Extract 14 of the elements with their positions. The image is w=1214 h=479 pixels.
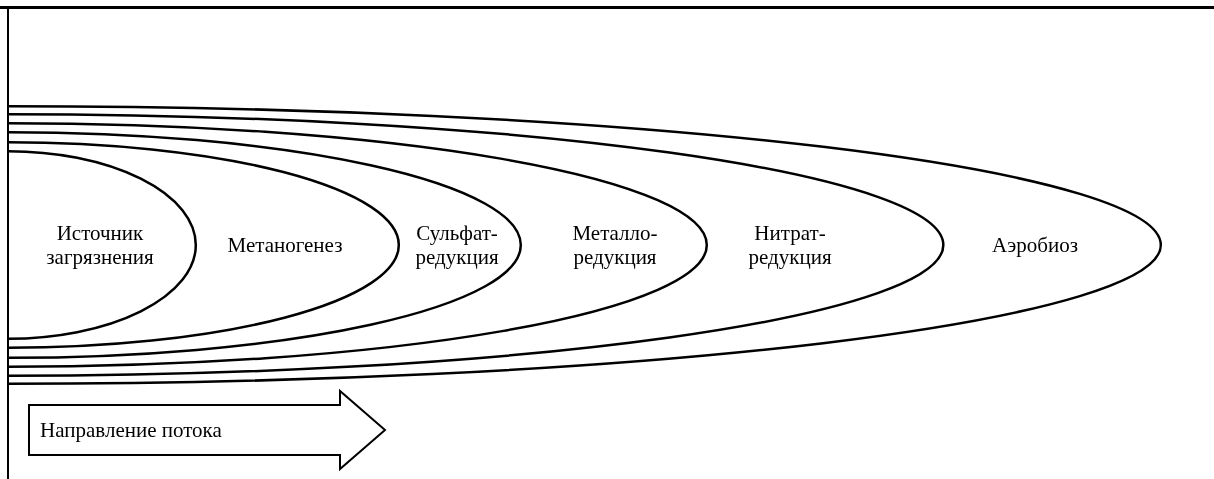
zone-boundary [8, 141, 400, 349]
zone-boundary [8, 105, 1162, 385]
flow-direction-arrow [28, 390, 386, 470]
zone-label: Источник загрязнения [46, 221, 154, 269]
zone-boundary [8, 131, 522, 359]
zone-label: Метаногенез [227, 233, 343, 257]
zone-label: Металло- редукция [572, 221, 658, 269]
zone-label: Аэробиоз [992, 233, 1078, 257]
zone-label: Нитрат- редукция [748, 221, 832, 269]
zone-boundary [8, 150, 197, 340]
zone-label: Сульфат- редукция [415, 221, 499, 269]
zone-boundary [8, 113, 945, 377]
zone-boundary [8, 122, 708, 368]
flow-label: Направление потока [40, 418, 222, 442]
